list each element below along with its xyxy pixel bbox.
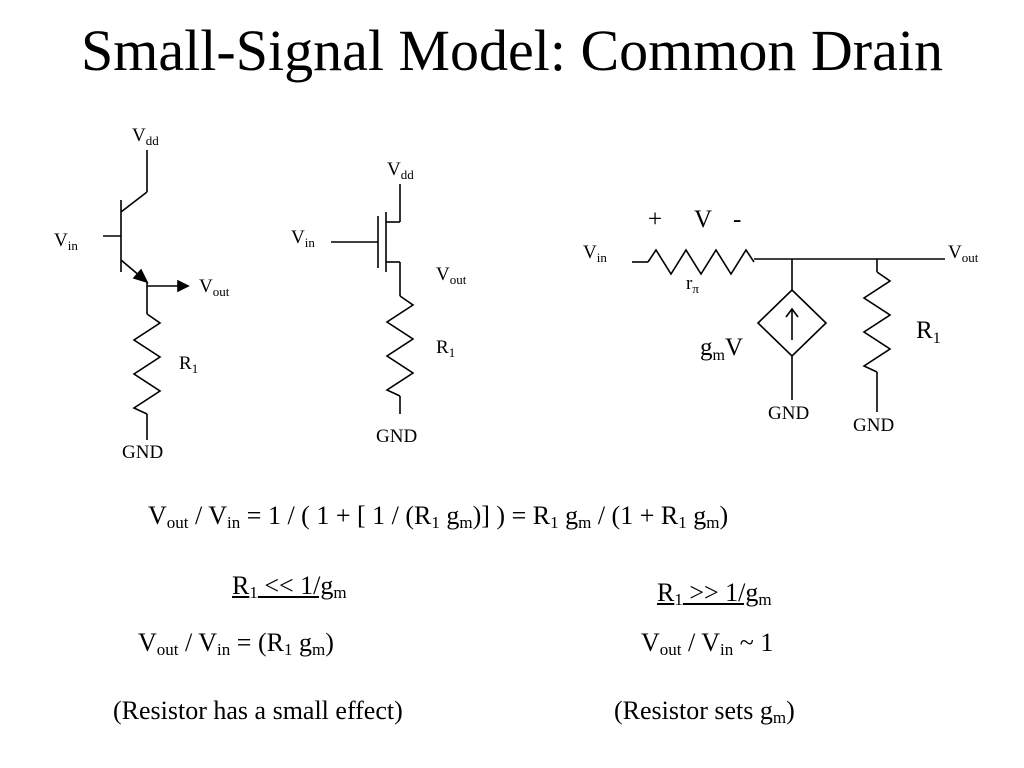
small-signal-model <box>632 248 945 412</box>
bjt-vdd-label: Vdd <box>132 125 159 148</box>
left-case-condition: R1 << 1/gm <box>232 571 347 602</box>
model-r1-label: R1 <box>916 317 941 347</box>
source-gnd-label: GND <box>768 403 809 424</box>
bjt-vout-label: Vout <box>199 276 230 299</box>
bjt-collector-lead <box>120 191 148 213</box>
bjt-gnd-label: GND <box>122 442 163 463</box>
mos-vdd-label: Vdd <box>387 159 414 182</box>
slide-title: Small-Signal Model: Common Drain <box>81 18 943 83</box>
mos-gnd-label: GND <box>376 426 417 447</box>
right-case-condition: R1 >> 1/gm <box>657 578 772 609</box>
rpi-resistor <box>647 248 755 276</box>
v-minus-label: - <box>733 206 741 233</box>
bjt-resistor <box>132 313 162 415</box>
left-case-result: Vout / Vin = (R1 gm) <box>138 628 334 659</box>
left-case-note: (Resistor has a small effect) <box>113 696 403 725</box>
rpi-label: rπ <box>686 273 699 296</box>
model-vin-label: Vin <box>583 242 607 265</box>
mos-resistor <box>385 295 415 397</box>
v-control-label: V <box>694 206 712 233</box>
bjt-circuit <box>103 150 190 440</box>
mos-r1-label: R1 <box>436 337 455 360</box>
gm-v-label: gmV <box>700 334 743 364</box>
bjt-output-arrow <box>177 279 190 293</box>
gain-equation: Vout / Vin = 1 / ( 1 + [ 1 / (R1 gm)] ) … <box>148 501 729 532</box>
model-vout-label: Vout <box>948 242 979 265</box>
right-case-note: (Resistor sets gm) <box>614 696 795 727</box>
bjt-r1-label: R1 <box>179 353 198 376</box>
mos-circuit <box>331 184 415 414</box>
bjt-vin-label: Vin <box>54 230 78 253</box>
model-r1-resistor <box>862 271 892 373</box>
r1-gnd-label: GND <box>853 415 894 436</box>
v-plus-label: + <box>648 206 662 233</box>
mos-vin-label: Vin <box>291 227 315 250</box>
right-case-result: Vout / Vin ~ 1 <box>641 628 774 659</box>
bjt-emitter-arrow <box>132 268 149 284</box>
source-arrow-head <box>785 307 799 318</box>
mos-vout-label: Vout <box>436 264 467 287</box>
